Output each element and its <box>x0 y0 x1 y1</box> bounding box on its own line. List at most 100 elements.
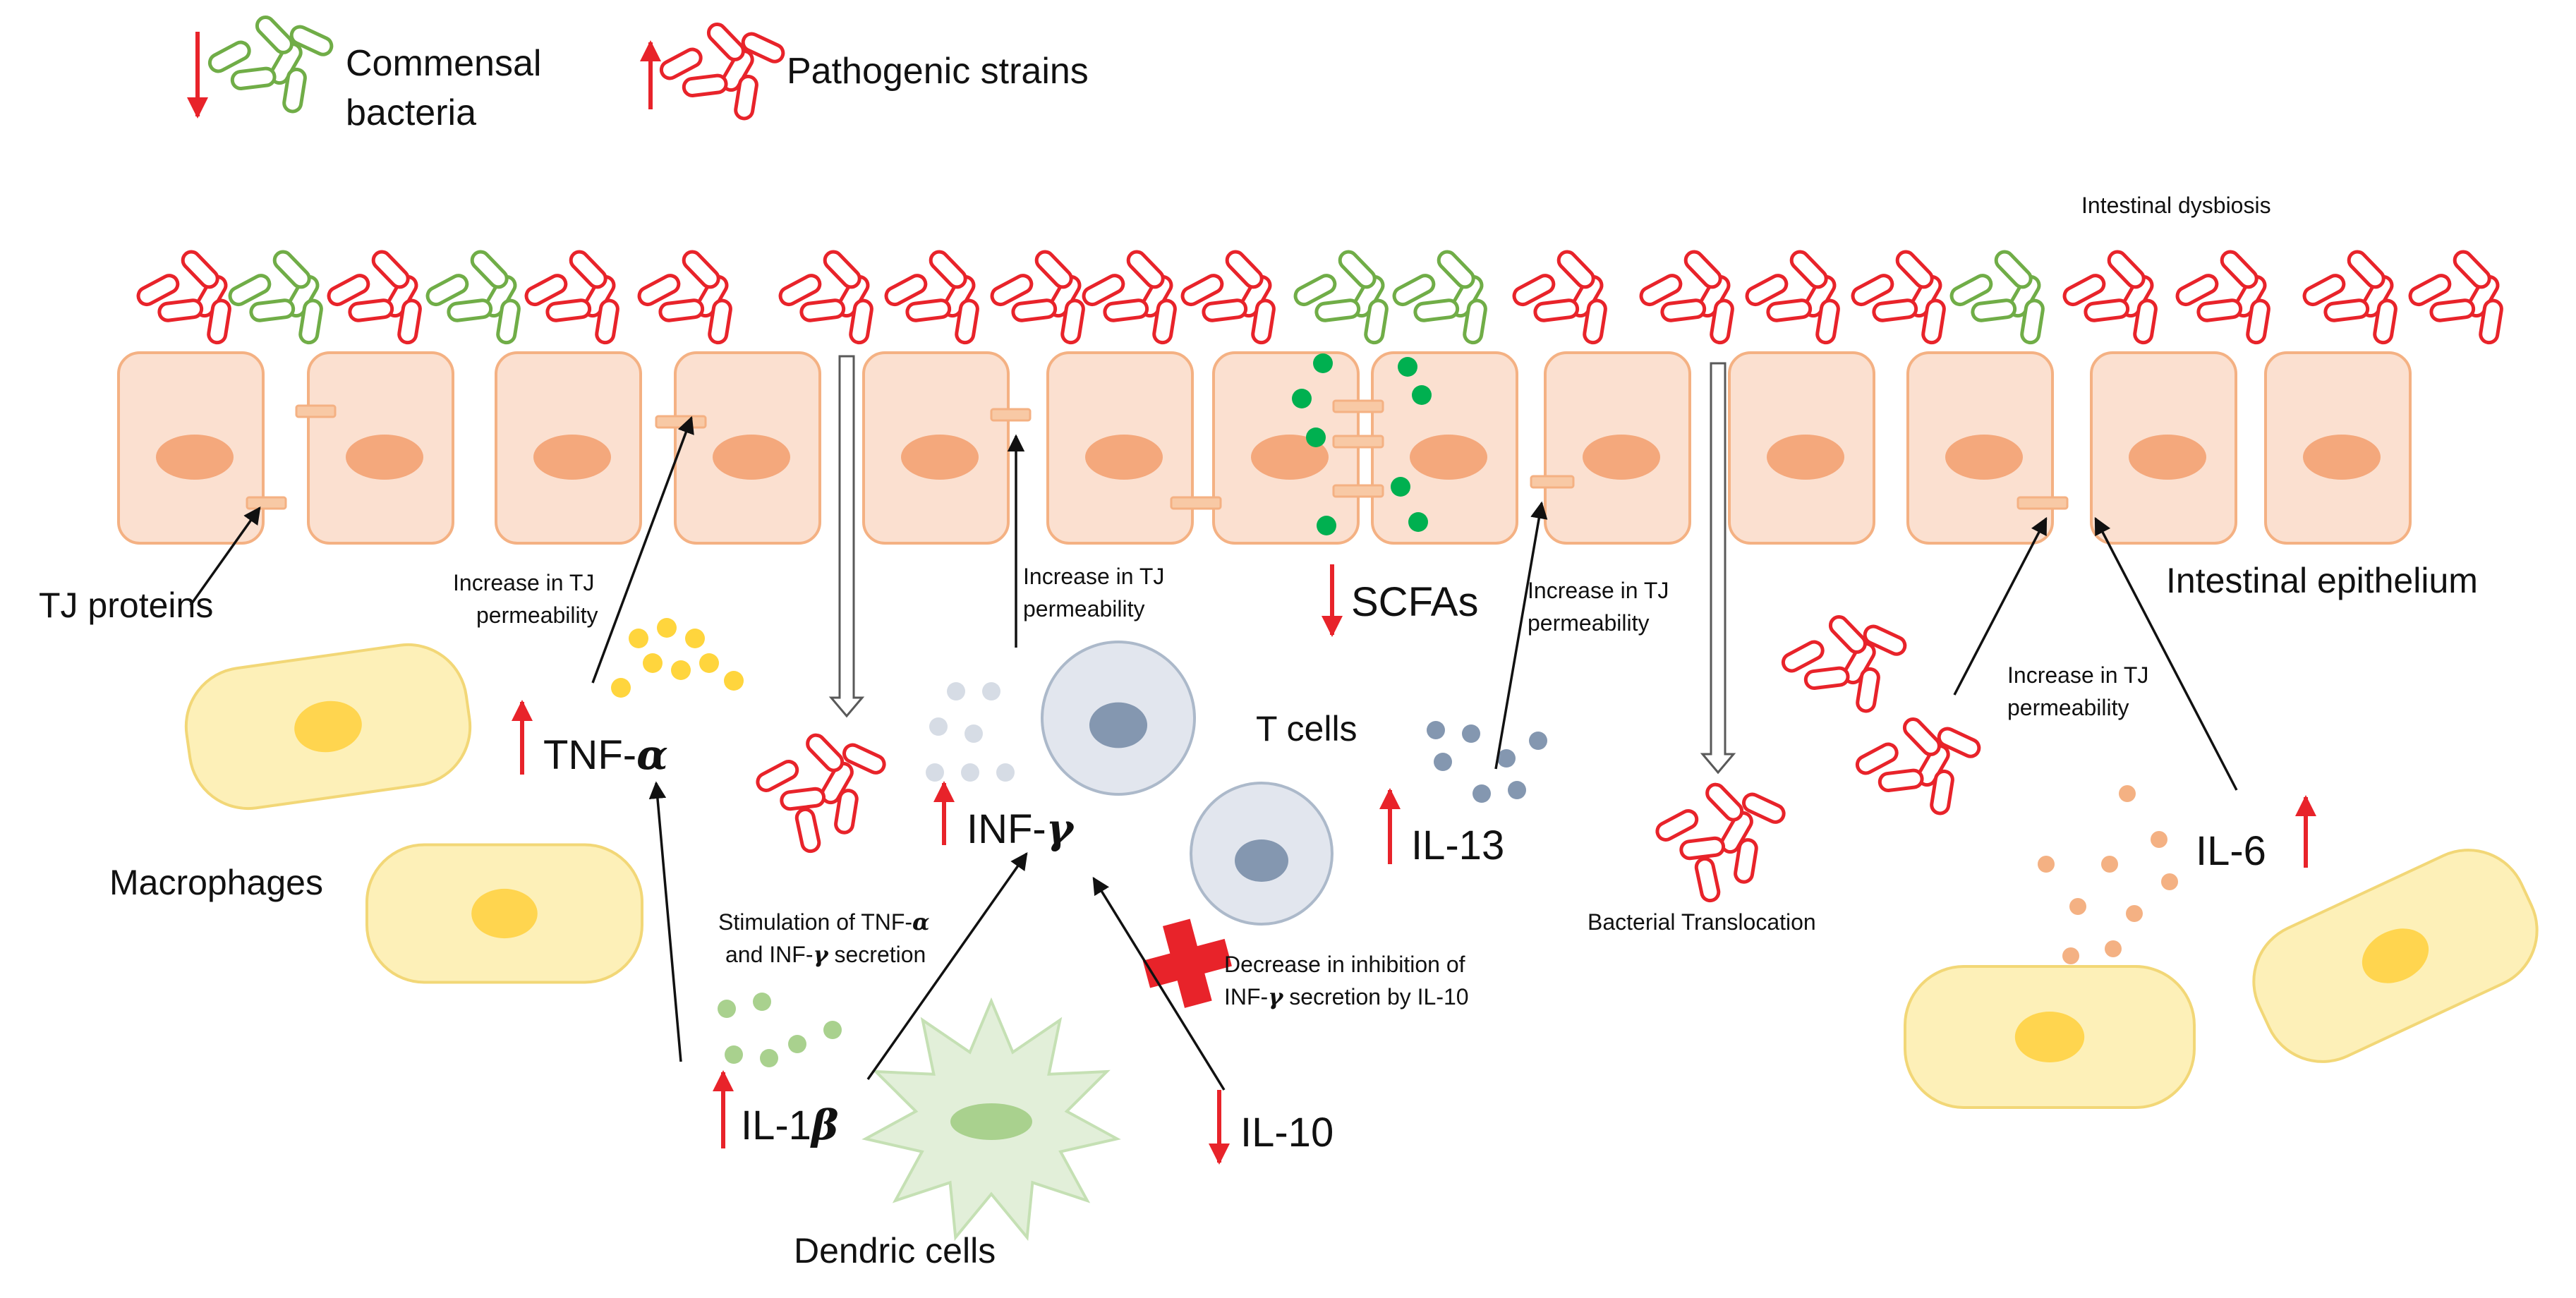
tnf-alpha-dot <box>611 678 631 698</box>
bacteria-layer <box>136 16 2503 345</box>
translocated-bacterium <box>1916 744 1950 787</box>
pathogenic-bacterium <box>1251 298 1276 345</box>
il-13-dot <box>1497 749 1516 768</box>
pathogenic-bacterium <box>1533 298 1580 322</box>
pathogenic-bacterium <box>1789 250 1828 289</box>
macrophage-nucleus <box>2014 1012 2085 1062</box>
scfa-dot <box>1306 427 1326 447</box>
legend-commensal-bacterium <box>269 42 303 85</box>
scfa-dot <box>1412 385 1432 405</box>
macrophages-label: Macrophages <box>109 863 323 902</box>
pathogenic-bacterium <box>1180 274 1224 307</box>
il-1beta-dot <box>788 1035 806 1053</box>
translocated-bacterium <box>1902 717 1941 756</box>
pathogenic-bacterium <box>1512 274 1556 307</box>
pathogenic-bacterium <box>708 298 732 345</box>
pathogenic-bacterium <box>2347 250 2385 289</box>
commensal-bacterium <box>1994 250 2033 289</box>
tj-protein <box>655 415 707 429</box>
translocated-bacterium <box>820 761 854 805</box>
il-6-dot <box>2069 898 2086 915</box>
tnf-alpha-dot <box>685 629 705 648</box>
stimulation-note: Stimulation of TNF-α and INF-γ secretion <box>718 909 936 968</box>
translocated-bacterium <box>1719 811 1753 854</box>
pathogenic-bacterium <box>658 298 705 322</box>
immune-cell-layer <box>184 641 2539 1242</box>
il-13-dot <box>1529 732 1547 750</box>
scfa-dot <box>1313 353 1333 373</box>
translocated-bacterium <box>1842 641 1876 685</box>
il-6-dot <box>2105 940 2122 957</box>
commensal-bacterium <box>1364 298 1389 345</box>
pathogenic-bacterium <box>1766 298 1813 322</box>
tnf-alpha-label: TNF-α <box>543 731 668 779</box>
signal-arrow <box>189 507 261 607</box>
tnf-alpha-dot <box>699 653 719 673</box>
tnf-alpha-dot <box>643 653 663 673</box>
translocated-bacterium <box>806 733 845 772</box>
translocated-bacterium <box>1937 727 1981 758</box>
signal-arrow <box>1092 876 1226 1091</box>
commensal-bacterium <box>298 298 323 345</box>
legend-commensal-bacterium <box>255 16 294 54</box>
translocated-bacterium <box>1877 768 1924 792</box>
pathogenic-bacterium <box>1225 250 1264 289</box>
legend-commensal-bacterium <box>207 40 251 73</box>
pathogenic-bacterium <box>905 298 952 322</box>
il-6-dot <box>2151 831 2167 848</box>
pathogenic-bacterium <box>2323 298 2370 322</box>
pathogenic-bacterium <box>1683 250 1722 289</box>
commensal-bacterium <box>249 298 296 322</box>
pathogenic-bacterium <box>2373 298 2397 345</box>
pathogenic-bacterium <box>2408 274 2452 307</box>
epithelial-nucleus <box>1583 435 1660 480</box>
pathogenic-bacterium <box>1815 298 1840 345</box>
signal-arrow <box>591 416 694 684</box>
il-6-dot <box>2038 856 2055 873</box>
il-1beta-dot <box>753 993 771 1011</box>
signal-arrow <box>866 851 1028 1081</box>
legend-pathogenic-bacterium <box>659 47 703 80</box>
legend-commensal-label: Commensal bacteria <box>346 43 552 133</box>
translocated-bacterium <box>1741 792 1786 824</box>
il-13-dot <box>1434 753 1452 771</box>
epithelium-layer <box>117 351 2412 545</box>
tj-proteins-label: TJ proteins <box>39 586 213 625</box>
signal-arrow <box>648 781 682 1062</box>
pathogenic-bacterium <box>799 298 846 322</box>
translocated-bacterium <box>842 743 886 775</box>
pathogenic-bacterium <box>1710 298 1734 345</box>
il-1beta-dot <box>760 1049 778 1067</box>
il-6-label: IL-6 <box>2196 828 2266 874</box>
pathogenic-bacterium <box>1060 298 1085 345</box>
macrophage-nucleus <box>2362 928 2429 983</box>
il-6-dot <box>2101 856 2118 873</box>
pathogenic-bacterium <box>637 274 681 307</box>
pathogenic-bacterium <box>1082 274 1125 307</box>
epithelial-nucleus <box>1945 435 2023 480</box>
il-13-label: IL-13 <box>1411 823 1504 868</box>
commensal-bacterium <box>496 298 521 345</box>
tj-protein <box>295 404 337 418</box>
commensal-bacterium <box>272 250 311 289</box>
legend-commensal-line2: bacteria <box>346 92 476 133</box>
pathogenic-bacterium <box>955 298 979 345</box>
pathogenic-bacterium <box>1872 298 1918 322</box>
legend-pathogenic-bacterium <box>706 23 745 61</box>
il-10-label: IL-10 <box>1240 1110 1334 1156</box>
tnf-alpha-dot <box>657 618 677 638</box>
tj-protein <box>1332 435 1384 449</box>
pathogenic-bacterium <box>157 298 204 322</box>
pathogenic-bacterium <box>181 250 219 289</box>
commensal-bacterium <box>1392 274 1436 307</box>
pathogenic-bacterium <box>1126 250 1165 289</box>
il-1beta-dot <box>725 1045 743 1064</box>
dysbiosis-label: Intestinal dysbiosis <box>2081 193 2271 218</box>
il-13-dot <box>1473 784 1491 803</box>
tj-protein-layer <box>246 399 2069 510</box>
t-cell-nucleus <box>1235 839 1288 882</box>
pathogenic-bacterium <box>1583 298 1607 345</box>
tj-protein <box>1332 399 1384 413</box>
epithelial-nucleus <box>1410 435 1487 480</box>
